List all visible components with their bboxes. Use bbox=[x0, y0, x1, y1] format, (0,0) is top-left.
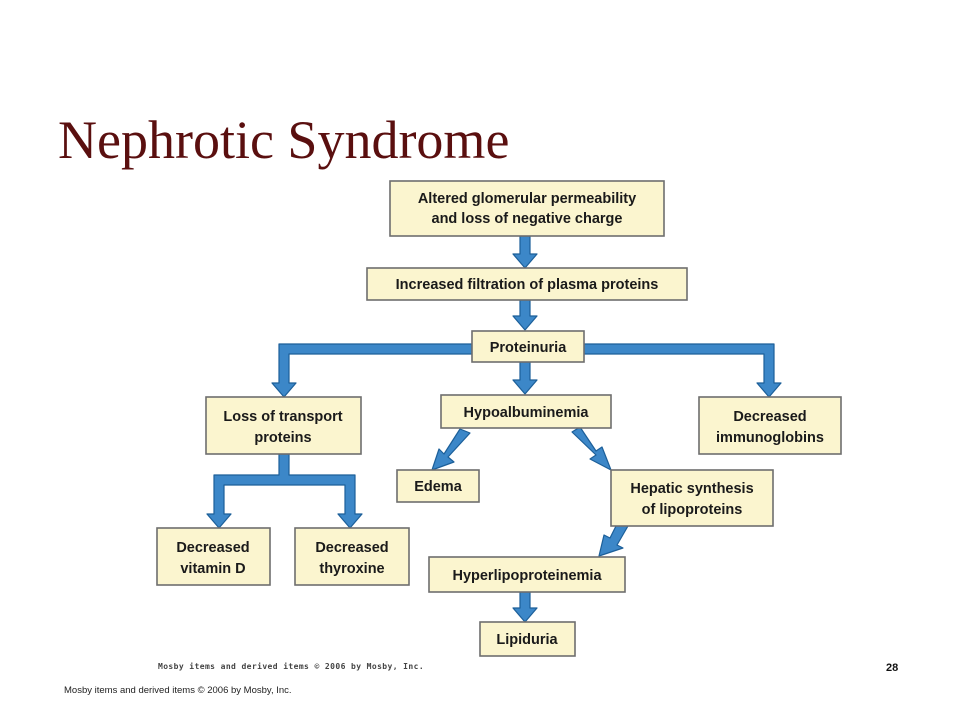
box-hypoalbuminemia-line-1: Hypoalbuminemia bbox=[464, 405, 590, 421]
box-decreased-immunoglobins: Decreased immunoglobins bbox=[698, 396, 842, 455]
box-proteinuria-line-1: Proteinuria bbox=[490, 340, 567, 356]
page-number: 28 bbox=[886, 662, 899, 674]
footer-copyright: Mosby items and derived items © 2006 by … bbox=[64, 685, 292, 696]
arrow-permeability-to-filtration bbox=[512, 235, 538, 269]
box-increased-filtration: Increased filtration of plasma proteins bbox=[366, 267, 688, 301]
box-loss-transport-proteins: Loss of transport proteins bbox=[205, 396, 362, 455]
arrow-hepatic-to-hyperlipoproteinemia bbox=[598, 521, 629, 557]
box-immunoglobins-line-1: Decreased bbox=[733, 409, 806, 425]
box-altered-permeability: Altered glomerular permeability and loss… bbox=[389, 180, 665, 237]
box-vitamin-d-line-2: vitamin D bbox=[180, 561, 245, 577]
box-hyperlipo-line-1: Hyperlipoproteinemia bbox=[452, 568, 602, 584]
box-immunoglobins-line-2: immunoglobins bbox=[716, 430, 824, 446]
box-thyroxine-line-2: thyroxine bbox=[319, 561, 384, 577]
box-hyperlipoproteinemia: Hyperlipoproteinemia bbox=[428, 556, 626, 593]
arrow-filtration-to-proteinuria bbox=[512, 299, 538, 331]
box-decreased-thyroxine: Decreased thyroxine bbox=[294, 527, 410, 586]
box-edema-line-1: Edema bbox=[414, 479, 462, 495]
box-lipiduria: Lipiduria bbox=[479, 621, 576, 657]
box-decreased-vitamin-d: Decreased vitamin D bbox=[156, 527, 271, 586]
box-thyroxine-line-1: Decreased bbox=[315, 540, 388, 556]
arrow-hypoalbuminemia-to-hepatic bbox=[571, 426, 612, 471]
arrow-proteinuria-to-loss-transport bbox=[271, 343, 473, 398]
box-hepatic-line-1: Hepatic synthesis bbox=[630, 481, 753, 497]
box-loss-transport-line-1: Loss of transport bbox=[223, 409, 342, 425]
arrow-loss-transport-split bbox=[206, 453, 363, 529]
arrow-proteinuria-to-hypoalbuminemia bbox=[512, 361, 538, 395]
box-edema: Edema bbox=[396, 469, 480, 503]
box-hepatic-synthesis: Hepatic synthesis of lipoproteins bbox=[610, 469, 774, 527]
box-increased-filtration-line-1: Increased filtration of plasma proteins bbox=[396, 277, 659, 293]
box-hepatic-line-2: of lipoproteins bbox=[642, 502, 743, 518]
arrow-hypoalbuminemia-to-edema bbox=[431, 428, 471, 471]
box-altered-permeability-line-1: Altered glomerular permeability bbox=[418, 191, 636, 207]
slide-title: Nephrotic Syndrome bbox=[58, 110, 510, 170]
box-hypoalbuminemia: Hypoalbuminemia bbox=[440, 394, 612, 429]
box-proteinuria: Proteinuria bbox=[471, 330, 585, 363]
arrow-proteinuria-to-immunoglobins bbox=[583, 343, 782, 398]
box-lipiduria-line-1: Lipiduria bbox=[496, 632, 558, 648]
box-vitamin-d-line-1: Decreased bbox=[176, 540, 249, 556]
box-altered-permeability-line-2: and loss of negative charge bbox=[432, 211, 623, 227]
figure-credit: Mosby items and derived items © 2006 by … bbox=[158, 661, 424, 671]
box-loss-transport-line-2: proteins bbox=[254, 430, 311, 446]
arrow-hyperlipo-to-lipiduria bbox=[512, 591, 538, 623]
